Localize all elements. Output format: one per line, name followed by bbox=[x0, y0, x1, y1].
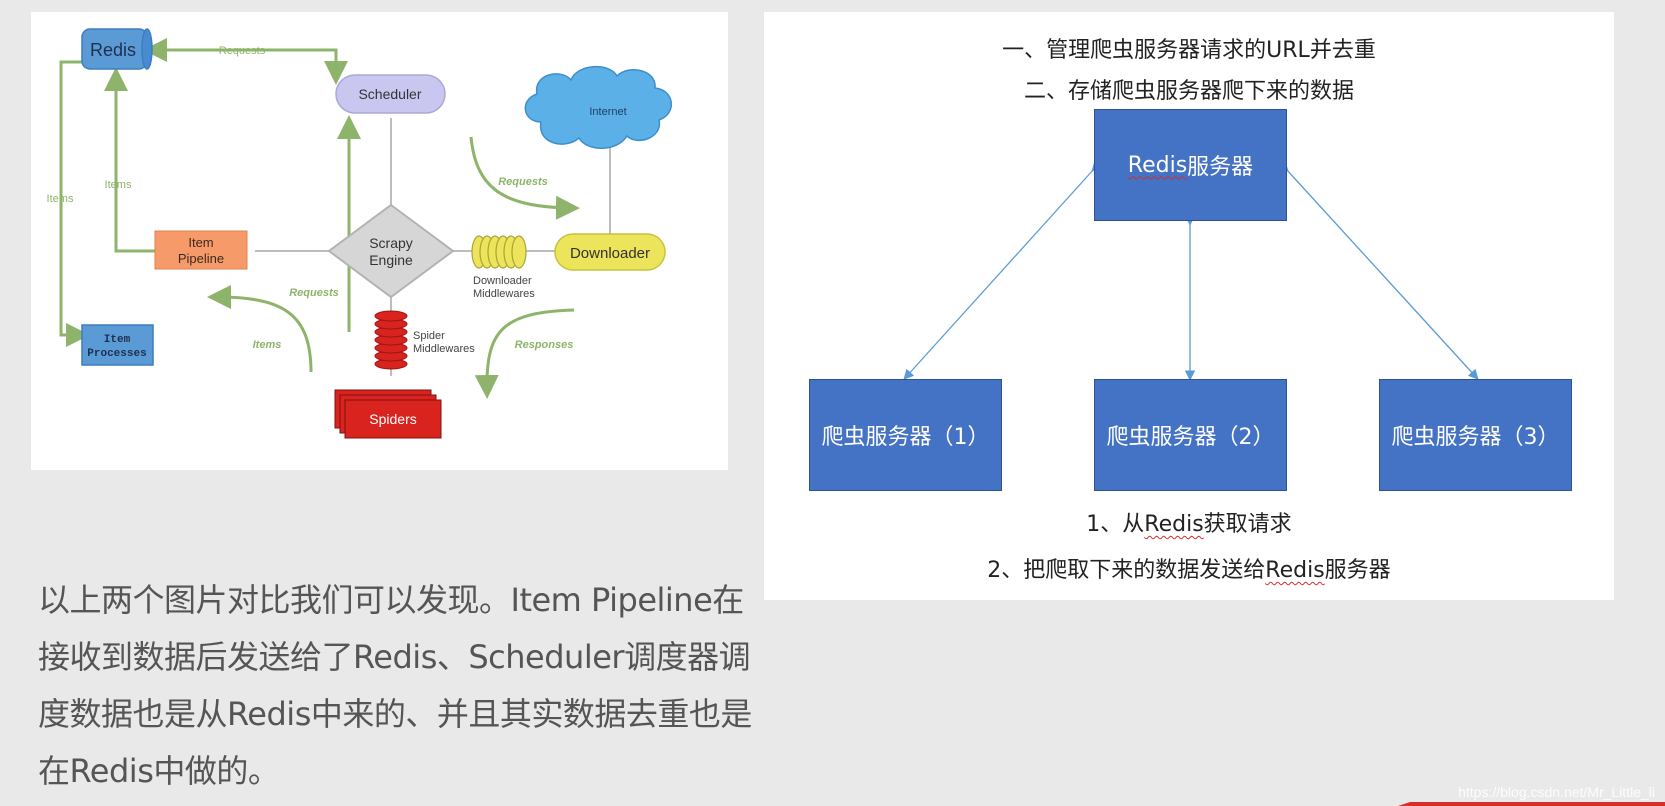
spiders-node: Spiders bbox=[334, 389, 442, 439]
edge-label-requests-mid: Requests bbox=[289, 287, 339, 299]
downloader-mw-label-line1: Downloader bbox=[473, 275, 532, 287]
redis-server-name: Redis bbox=[1127, 152, 1188, 178]
red-accent-bar bbox=[1410, 802, 1665, 806]
redis-server-suffix: 服务器 bbox=[1187, 155, 1254, 180]
scrapy-engine-node: Scrapy Engine bbox=[327, 203, 455, 299]
arrow-items-from-spiders bbox=[207, 285, 313, 373]
item-processes-node: Item Processes bbox=[81, 324, 154, 366]
downloader-node: Downloader bbox=[554, 233, 666, 271]
link-redis-crawler-1 bbox=[903, 160, 1103, 380]
scrapy-diagram-canvas: Redis Scheduler Internet Scrapy Engine I… bbox=[47, 28, 672, 439]
item-pipeline-label-line1: Item bbox=[188, 235, 213, 250]
redis-distributed-diagram: 一、管理爬虫服务器请求的URL并去重 二、存储爬虫服务器爬下来的数据 Redis… bbox=[764, 12, 1614, 600]
downloader-label: Downloader bbox=[570, 245, 650, 262]
edge-label-requests-top: Requests bbox=[219, 45, 266, 57]
csdn-watermark: https://blog.csdn.net/Mr_Little_li bbox=[1458, 784, 1655, 800]
arrow-requests-to-downloader bbox=[469, 136, 580, 220]
arrow-pipeline-to-redis bbox=[104, 67, 155, 253]
edge-label-items-mid: Items bbox=[253, 339, 282, 351]
edge-label-requests-right: Requests bbox=[498, 176, 548, 188]
downloader-middlewares-icon bbox=[471, 235, 527, 269]
note-1-suffix: 获取请求 bbox=[1203, 512, 1292, 537]
note-2-redis: Redis bbox=[1265, 558, 1325, 583]
scheduler-label: Scheduler bbox=[358, 86, 421, 102]
spider-mw-label-line2: Middlewares bbox=[413, 343, 475, 355]
note-1-prefix: 1、从 bbox=[1086, 512, 1145, 537]
heading-manage-urls: 一、管理爬虫服务器请求的URL并去重 bbox=[1002, 38, 1376, 63]
link-redis-crawler-3 bbox=[1277, 160, 1479, 380]
engine-label-line2: Engine bbox=[369, 252, 413, 268]
crawler-server-1-label: 爬虫服务器（1） bbox=[821, 425, 990, 450]
internet-cloud: Internet bbox=[524, 65, 672, 149]
edge-label-items-left: Items bbox=[47, 193, 74, 205]
spider-mw-label-line1: Spider bbox=[413, 330, 445, 342]
redis-label: Redis bbox=[90, 40, 136, 60]
heading-store-data: 二、存储爬虫服务器爬下来的数据 bbox=[1023, 79, 1354, 104]
arrow-responses bbox=[474, 308, 575, 399]
flow-arrows bbox=[59, 38, 580, 399]
item-pipeline-node: Item Pipeline bbox=[154, 230, 248, 270]
note-fetch-requests: 1、从Redis获取请求 bbox=[764, 506, 1614, 538]
note-2-prefix: 2、把爬取下来的数据发送给 bbox=[987, 558, 1266, 583]
internet-label: Internet bbox=[589, 106, 626, 118]
crawler-server-2-label: 爬虫服务器（2） bbox=[1106, 425, 1275, 450]
spiders-label: Spiders bbox=[369, 411, 416, 427]
redis-node: Redis bbox=[81, 28, 153, 70]
scrapy-redis-architecture-diagram: Redis Scheduler Internet Scrapy Engine I… bbox=[31, 12, 728, 470]
edge-label-items-inner: Items bbox=[105, 179, 132, 191]
crawler-server-2: 爬虫服务器（2） bbox=[1094, 379, 1287, 491]
note-2-suffix: 服务器 bbox=[1324, 558, 1391, 583]
item-processes-label-line2: Processes bbox=[87, 348, 146, 360]
note-send-data: 2、把爬取下来的数据发送给Redis服务器 bbox=[764, 552, 1614, 584]
crawler-server-1: 爬虫服务器（1） bbox=[809, 379, 1002, 491]
engine-label-line1: Scrapy bbox=[369, 235, 413, 251]
downloader-mw-label-line2: Middlewares bbox=[473, 288, 535, 300]
arrow-redis-to-processes bbox=[59, 60, 90, 347]
red-accent-bar-tip bbox=[1398, 802, 1410, 806]
item-processes-label-line1: Item bbox=[104, 334, 131, 346]
arrow-redis-to-scheduler bbox=[158, 48, 348, 85]
comparison-caption: 以上两个图片对比我们可以发现。Item Pipeline在接收到数据后发送给了R… bbox=[38, 581, 752, 790]
spider-middlewares-icon bbox=[374, 310, 408, 370]
edge-label-responses: Responses bbox=[515, 339, 574, 351]
crawler-server-3-label: 爬虫服务器（3） bbox=[1391, 425, 1560, 450]
redis-connection-lines bbox=[903, 160, 1479, 381]
item-pipeline-label-line2: Pipeline bbox=[178, 251, 224, 266]
scheduler-node: Scheduler bbox=[335, 74, 446, 114]
crawler-server-3: 爬虫服务器（3） bbox=[1379, 379, 1572, 491]
note-1-redis: Redis bbox=[1144, 512, 1204, 537]
